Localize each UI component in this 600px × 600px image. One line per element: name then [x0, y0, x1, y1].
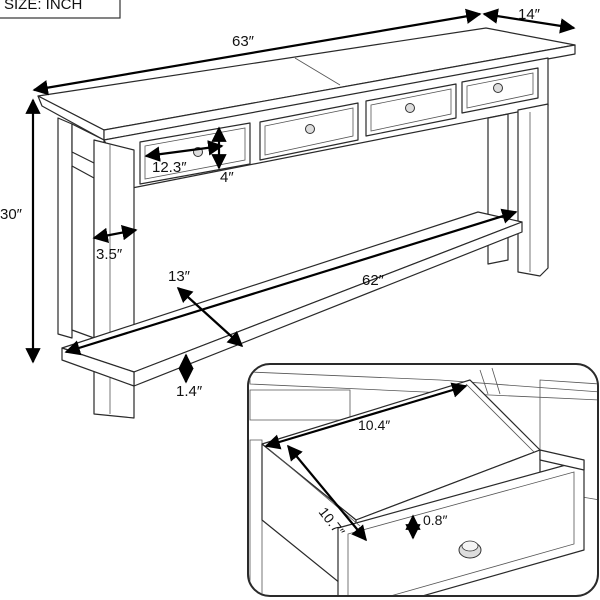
front-right-leg	[517, 103, 549, 277]
size-label: SIZE: INCH	[4, 0, 82, 13]
bottom-shelf-left	[61, 347, 135, 387]
drawer-knob-icon	[458, 540, 482, 559]
drawer-height-label: 4″	[220, 169, 234, 186]
depth-top-label: 14″	[518, 6, 541, 23]
dimension-height: 30″	[0, 98, 41, 364]
drawer-detail-inset: 10.4″ 10.7″ 0.8″	[247, 363, 599, 597]
shelf-height-label: 1.4″	[176, 383, 203, 400]
size-label-box: SIZE: INCH	[0, 0, 121, 19]
dimension-shelf-height: 1.4″	[176, 353, 203, 400]
dimension-length-top: 63″	[32, 8, 482, 96]
dimension-depth-top: 14″	[482, 6, 576, 34]
drawer-side-thickness-label: 0.8″	[423, 512, 447, 528]
shelf-depth-label: 13″	[168, 268, 191, 285]
drawer-2	[259, 102, 359, 161]
drawer-inner-width-label: 10.4″	[358, 417, 390, 433]
leg-width-label: 3.5″	[96, 246, 123, 263]
drawer-knob-icon	[305, 124, 315, 134]
shelf-length-label: 62″	[362, 272, 385, 289]
dimension-drawer-height: 4″	[211, 126, 234, 186]
table-drawing	[37, 27, 576, 419]
back-left-leg	[57, 117, 73, 339]
dimension-drawer-width: 12.3″	[144, 140, 224, 176]
drawer-front-panel	[337, 459, 585, 595]
drawer-width-label: 12.3″	[152, 159, 187, 176]
dimension-shelf-length: 62″	[64, 208, 518, 356]
dimension-drawer-inner-width: 10.4″	[264, 382, 468, 450]
bottom-shelf-front	[133, 221, 523, 387]
dimension-drawer-side-thickness: 0.8″	[405, 512, 447, 540]
left-side-panel	[71, 165, 95, 339]
height-label: 30″	[0, 206, 23, 223]
length-top-label: 63″	[232, 33, 255, 50]
drawer-knob-icon	[493, 83, 503, 93]
drawer-knob-icon	[405, 103, 415, 113]
